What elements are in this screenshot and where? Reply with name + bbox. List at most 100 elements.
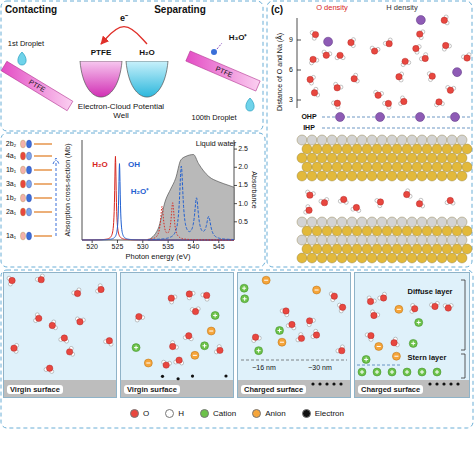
electrode-atom (422, 144, 432, 154)
electrode-atom (347, 235, 357, 245)
water-molecule (286, 321, 296, 329)
oxygen-atom (283, 308, 289, 314)
tick-label: 2.0 (238, 163, 248, 171)
ion-sphere (278, 338, 286, 346)
electrode-atom (337, 153, 347, 163)
tick-mark (297, 40, 301, 41)
oxygen-atom (252, 334, 258, 340)
oxygen-atom (307, 192, 313, 198)
water-molecule (186, 291, 195, 300)
oxygen-atom (106, 338, 112, 344)
electrode-atom (407, 217, 417, 227)
oxygen-atom (192, 308, 198, 314)
electrode-atom (387, 253, 397, 263)
electrode-atom (392, 162, 402, 172)
electrode-atom (452, 244, 462, 254)
cation (403, 368, 411, 376)
axis-title: Absorption cross-section (Mb) (64, 144, 72, 237)
legend-swatch (130, 409, 139, 418)
electrode-atom (397, 235, 407, 245)
energy-level (34, 169, 52, 170)
electrode-atom (457, 217, 467, 227)
oxygen-atom (311, 90, 317, 96)
electrode-atom (327, 217, 337, 227)
electrode-atom (447, 153, 457, 163)
cation (418, 368, 426, 376)
water-molecule (374, 90, 384, 98)
electrode-atom (342, 144, 352, 154)
water-molecule (461, 53, 471, 61)
ion-sphere (241, 295, 249, 303)
oxygen-atom (442, 42, 448, 48)
electrode-atom (372, 162, 382, 172)
electrode-atom (387, 135, 397, 145)
orbital-lobe (26, 194, 31, 202)
tick-label: 6 (289, 66, 293, 74)
liquid-region (3, 272, 117, 380)
water-molecule (35, 274, 44, 283)
water-molecule (306, 318, 315, 327)
oxygen-atom (368, 332, 374, 338)
panel-frame (1, 133, 265, 267)
oxygen-atom (98, 286, 104, 292)
electrode-atom (412, 144, 422, 154)
oxygen-atom (74, 290, 80, 296)
oxygen-atom (416, 201, 422, 207)
electrode-atom (312, 244, 322, 254)
electrode-atom (352, 144, 362, 154)
orbital-lobe (26, 180, 31, 188)
electrode-atom (392, 226, 402, 236)
electrode-atom (367, 171, 377, 181)
tick-mark (92, 240, 93, 243)
electrode-atom (392, 144, 402, 154)
electrode-atom (417, 171, 427, 181)
oxygen-atom (136, 313, 142, 319)
electrode-atom (332, 226, 342, 236)
charge-sign (204, 344, 205, 348)
tick-mark (297, 70, 301, 71)
electron (332, 382, 335, 385)
plane-label: IHP (303, 124, 315, 132)
water-molecule (311, 329, 320, 338)
electrode-atom (412, 162, 422, 172)
electrode-atom (327, 253, 337, 263)
oxygen-atom (321, 199, 327, 205)
charge-sign (394, 356, 398, 357)
electrode-atom (327, 135, 337, 145)
cation (373, 368, 381, 376)
orbital-lobe (20, 140, 25, 148)
water-molecule (66, 346, 74, 356)
anion (144, 359, 152, 367)
water-molecule (11, 343, 19, 353)
electrode-atom (402, 162, 412, 172)
charge-sign (366, 357, 367, 361)
water-molecule (280, 308, 289, 317)
water-droplet (18, 52, 26, 65)
water-molecule (135, 313, 144, 322)
electrode-atom (437, 217, 447, 227)
electrode-atom (357, 235, 367, 245)
tick-label: 545 (213, 243, 225, 251)
ion-sphere (211, 311, 219, 319)
tick-mark (234, 167, 237, 168)
orbital-label: 1b₂ (6, 194, 17, 202)
electrode-atom (452, 162, 462, 172)
water-molecule (348, 38, 356, 48)
energy-level (34, 211, 52, 212)
well-shape (78, 61, 124, 98)
oxygen-atom (353, 204, 359, 210)
electrode-atom (442, 226, 452, 236)
liquid-region (237, 272, 351, 380)
tick-label: 530 (137, 243, 149, 251)
electrode-atom (322, 144, 332, 154)
orbital-lobe (26, 166, 31, 174)
orbital-label: 1a₁ (6, 232, 16, 240)
charge-sign (209, 331, 213, 332)
electrode-atom (382, 144, 392, 154)
electrode-atom (377, 235, 387, 245)
electron (318, 382, 321, 385)
surface-label: Virgin surface (124, 385, 180, 394)
energy-level (34, 183, 52, 184)
oxygen-atom (306, 207, 312, 213)
legend: OHCationAnionElectron (0, 409, 474, 418)
